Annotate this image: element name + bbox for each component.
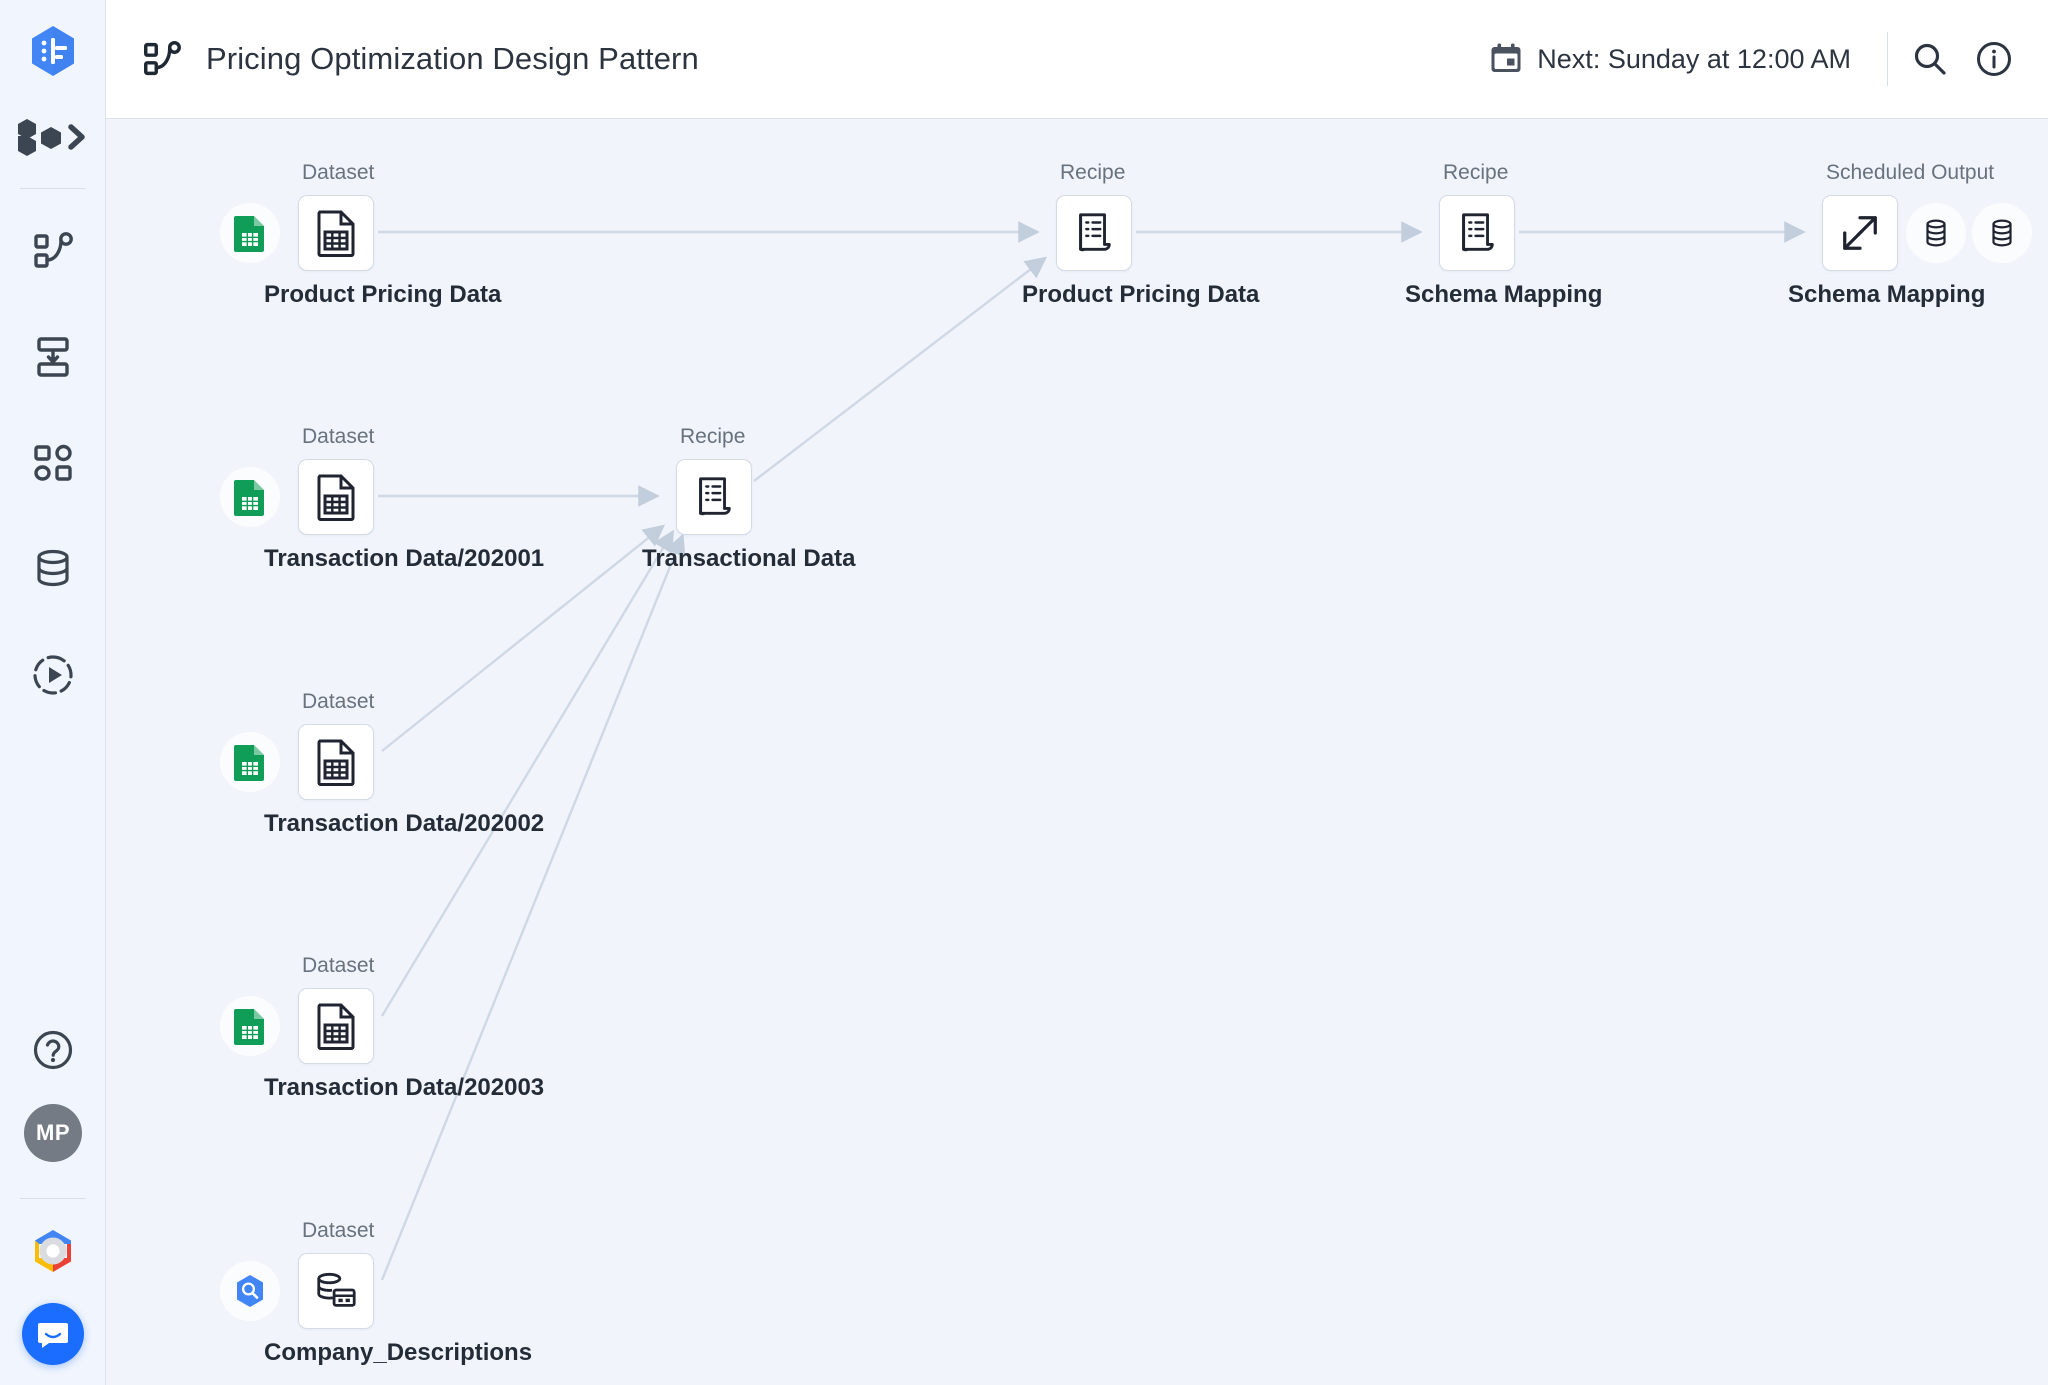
rail-divider [19,188,86,189]
dataprep-hexagon-logo[interactable] [24,22,82,80]
node-kind-label: Dataset [302,954,375,977]
sheet-document-icon[interactable] [298,195,374,271]
page-title: Pricing Optimization Design Pattern [206,41,699,76]
rail-bottom-group: MP [0,1022,106,1385]
node-label: Transaction Data/202002 [264,810,545,837]
bigquery-table-icon[interactable] [298,1253,374,1329]
node-kind-label: Dataset [302,161,375,184]
toolbar-divider [1887,32,1888,86]
recipe-scroll-icon[interactable] [676,459,752,535]
left-rail: MP [0,0,106,1385]
project-switcher[interactable] [11,114,95,160]
node-kind-label: Scheduled Output [1826,161,1995,184]
node-dataset-transaction-data-202001[interactable]: Dataset [220,425,544,572]
sidebar-item-datasets[interactable] [25,541,81,597]
sheet-document-icon[interactable] [298,724,374,800]
sidebar-item-jobs[interactable] [25,647,81,703]
intercom-chat-icon[interactable] [22,1303,84,1365]
bigquery-icon [220,1261,280,1321]
node-dataset-product-pricing-data[interactable]: Dataset [220,161,501,308]
node-label: Transaction Data/202001 [264,545,545,572]
node-kind-label: Dataset [302,1219,375,1242]
info-circle-icon[interactable] [1962,27,2026,91]
google-sheets-icon [220,467,280,527]
node-kind-label: Recipe [680,425,746,448]
schedule-button[interactable]: Next: Sunday at 12:00 AM [1489,42,1877,76]
calendar-icon [1489,42,1523,76]
rail-divider-bottom [20,1198,86,1199]
database-publish-icon[interactable] [1972,203,2032,263]
node-recipe-schema-mapping[interactable]: Recipe Schema Mapping [1405,161,1602,308]
node-label: Company_Descriptions [264,1339,533,1366]
node-recipe-transactional-data[interactable]: Recipe Transactional Data [642,425,855,572]
flow-canvas[interactable]: Dataset [106,119,2048,1385]
node-recipe-product-pricing-data[interactable]: Recipe Product Pricing Data [1022,161,1259,308]
node-dataset-transaction-data-202003[interactable]: Dataset [220,954,544,1101]
avatar[interactable]: MP [24,1104,82,1162]
node-output-schema-mapping[interactable]: Scheduled Output [1788,161,2032,308]
main-area: Pricing Optimization Design Pattern Next… [106,0,2048,1385]
node-label: Transactional Data [642,545,856,572]
node-kind-label: Recipe [1443,161,1509,184]
rail-nav-items [25,223,81,703]
google-sheets-icon [220,203,280,263]
node-dataset-company-descriptions[interactable]: Dataset [220,1219,532,1366]
edge-rc-tx-to-rc-pricing [753,256,1048,482]
google-sheets-icon [220,996,280,1056]
database-publish-icon[interactable] [1906,203,1966,263]
sheet-document-icon[interactable] [298,459,374,535]
google-sheets-icon [220,732,280,792]
recipe-scroll-icon[interactable] [1056,195,1132,271]
search-icon[interactable] [1898,27,1962,91]
flow-branch-icon [140,37,184,81]
edge-ds-tx3-to-rc-tx [380,529,674,1017]
node-label: Schema Mapping [1405,281,1603,308]
recipe-scroll-icon[interactable] [1439,195,1515,271]
output-arrow-icon[interactable] [1822,195,1898,271]
node-kind-label: Dataset [302,425,375,448]
sidebar-item-plans[interactable] [25,435,81,491]
google-cloud-logo[interactable] [25,1223,81,1279]
edge-ds-company-to-rc-tx [380,533,686,1281]
node-label: Product Pricing Data [1022,281,1260,308]
node-label: Transaction Data/202003 [264,1074,545,1101]
node-kind-label: Recipe [1060,161,1126,184]
avatar-initials: MP [36,1120,70,1145]
node-kind-label: Dataset [302,690,375,713]
top-bar-actions: Next: Sunday at 12:00 AM [1489,27,2026,91]
node-label: Product Pricing Data [264,281,502,308]
schedule-text: Next: Sunday at 12:00 AM [1537,43,1851,74]
top-bar: Pricing Optimization Design Pattern Next… [106,0,2048,119]
sheet-document-icon[interactable] [298,988,374,1064]
node-label: Schema Mapping [1788,281,1986,308]
help-question-icon[interactable] [25,1022,81,1078]
node-dataset-transaction-data-202002[interactable]: Dataset [220,690,544,837]
sidebar-item-import-data[interactable] [25,329,81,385]
sidebar-item-flows[interactable] [25,223,81,279]
